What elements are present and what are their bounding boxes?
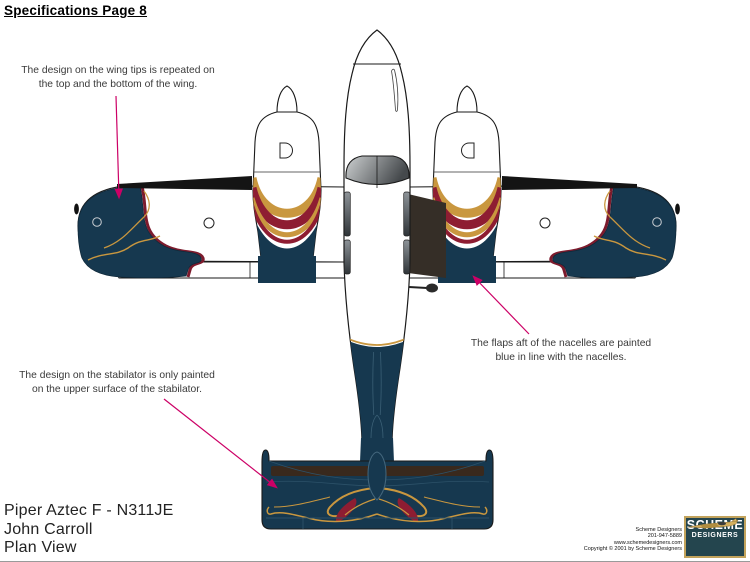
page-title: Specifications Page 8	[4, 3, 148, 18]
side-window	[403, 191, 411, 237]
annotation-line: on the upper surface of the stabilator.	[31, 383, 202, 395]
annotation-stabilator: The design on the stabilator is only pai…	[2, 369, 232, 396]
propeller-spinner	[276, 85, 298, 113]
left-wing-group	[74, 85, 346, 283]
arrow-stabilator	[163, 398, 278, 489]
annotation-line: The design on the stabilator is only pai…	[19, 370, 215, 381]
credits-company: Scheme Designers	[635, 527, 682, 533]
fuel-cap	[92, 217, 102, 227]
wing-walkway	[408, 194, 446, 278]
windshield-roof	[345, 155, 410, 185]
annotation-line: The flaps aft of the nacelles are painte…	[470, 338, 652, 349]
stabilator-swirl	[266, 487, 378, 523]
stabilator	[261, 449, 494, 530]
logo-word-designers: DESIGNERS	[691, 532, 739, 539]
boarding-step-arm	[408, 286, 428, 289]
boarding-step	[426, 283, 438, 293]
credits-copyright: Copyright © 2001 by Scheme Designers	[583, 546, 682, 553]
logo-airplane-icon	[687, 518, 739, 529]
fuel-cap	[203, 217, 215, 229]
intake-mark	[279, 142, 293, 159]
arrow-wingtip	[114, 95, 123, 200]
credits-phone: 201-947-5889	[647, 533, 682, 540]
side-window	[343, 191, 351, 237]
side-window	[343, 239, 351, 275]
tailcone-outline	[367, 451, 387, 501]
nose-access-panel	[391, 68, 399, 112]
designer-credits: Scheme Designers 201-947-5889 www.scheme…	[540, 527, 682, 553]
view-name: Plan View	[4, 539, 77, 556]
annotation-flaps: The flaps aft of the nacelles are painte…	[446, 337, 676, 364]
wingtip-navy-panel	[77, 185, 202, 279]
annotation-line: The design on the wing tips is repeated …	[21, 65, 215, 76]
arrow-flaps	[472, 275, 530, 335]
credits-website: www.schemedesigners.com	[613, 539, 682, 546]
owner-name: John Carroll	[4, 520, 93, 538]
scheme-designers-logo: SCHEME DESIGNERS	[684, 516, 746, 558]
aircraft-name: Piper Aztec F - N311JE	[4, 502, 174, 519]
side-window	[403, 239, 411, 275]
right-wing-group	[409, 86, 680, 285]
wingtip-light	[74, 203, 79, 215]
tailcone	[360, 438, 394, 462]
annotation-line: blue in line with the nacelles.	[495, 351, 627, 363]
annotation-line: the top and the bottom of the wing.	[38, 78, 198, 90]
title-block: Piper Aztec F - N311JE John Carroll Plan…	[4, 502, 174, 558]
engine-nacelle	[252, 85, 322, 283]
deice-boot	[117, 176, 252, 190]
annotation-wingtip: The design on the wing tips is repeated …	[3, 64, 233, 91]
